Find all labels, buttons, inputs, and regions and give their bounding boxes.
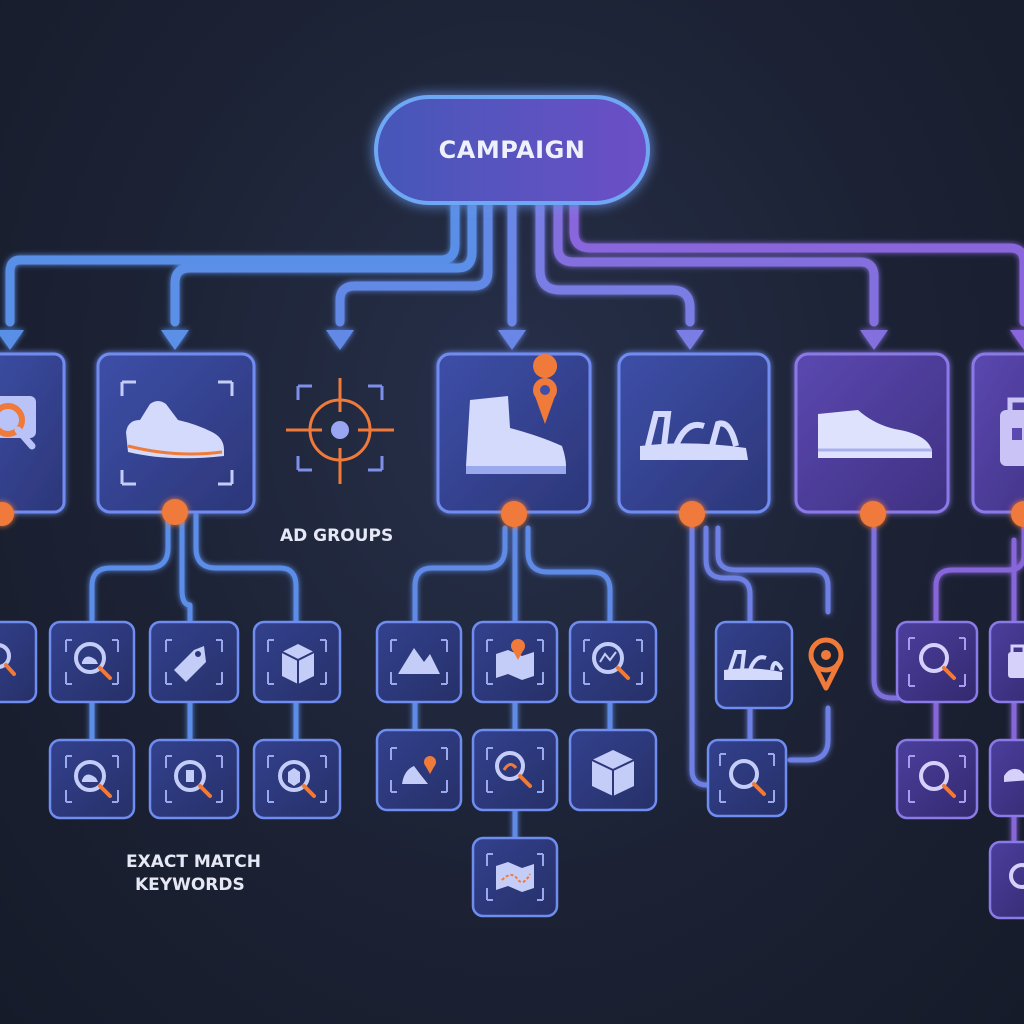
keyword-node[interactable] [48,738,136,820]
magnifier-map-icon [486,747,544,793]
keyword-node[interactable] [252,620,342,704]
keyword-node[interactable] [895,738,979,820]
ad-group-search-bag[interactable] [0,352,66,514]
campaign-connectors [5,200,1024,327]
arrowhead-4 [498,330,526,350]
price-tag-icon [165,639,223,685]
box-icon [267,639,327,685]
magnifier-tag-icon [165,755,223,803]
magnifier-icon [719,753,775,803]
arrowhead-1 [0,330,24,350]
magnifier-icon [1009,863,1024,889]
keyword-nodes [0,620,1024,920]
keyword-connectors [89,512,1024,845]
keyword-node[interactable] [148,620,240,704]
magnifier-sneaker-icon [65,755,119,803]
sandal-icon [724,650,784,680]
magnifier-sneaker-icon [65,639,119,685]
keyword-node[interactable] [0,620,38,704]
arrowhead-7 [1010,330,1024,350]
keyword-node[interactable] [706,738,788,818]
keyword-node[interactable] [471,836,559,918]
keyword-node[interactable] [471,728,559,812]
connector-campaign-to-target [335,200,493,327]
keyword-node[interactable] [568,620,658,704]
connector-sandal-pin-down [787,705,831,763]
arrowhead-3 [326,330,354,350]
campaign-node[interactable] [374,95,650,205]
connection-dot [1011,501,1024,527]
map-pin-icon [486,639,544,685]
keyword-node[interactable] [988,620,1024,704]
keywords-label-line1: EXACT MATCH [126,852,261,872]
magnifier-icon [908,637,966,687]
ad-group-dress-shoe[interactable] [794,352,950,514]
connector-campaign-to-adgroup-5 [553,200,879,327]
connection-dots [0,499,1024,527]
ad-groups-label: AD GROUPS [280,526,393,546]
arrowhead-2 [161,330,189,350]
keyword-node[interactable] [471,620,559,704]
keyword-node[interactable] [895,620,979,704]
bag-icon [1008,644,1024,678]
map-route-icon [486,853,544,901]
boot-with-pin-icon [466,354,566,474]
sandal-icon [640,411,748,460]
connector-campaign-to-adgroup-6 [569,200,1024,327]
keyword-node[interactable] [48,620,136,704]
connector-sneaker-kw3 [193,512,299,625]
sneaker-icon [120,380,234,486]
shoe-icon [1004,768,1024,782]
campaign-label: CAMPAIGN [439,136,586,164]
magnifier-icon [908,755,966,803]
mountain-icon [390,639,448,685]
ad-group-nodes [0,352,1024,514]
connector-boot-kw1 [412,525,508,625]
ad-group-sneaker[interactable] [96,352,256,514]
keyword-node[interactable] [988,738,1024,818]
dress-shoe-icon [818,410,932,458]
magnifier-chart-icon [583,639,643,685]
magnifier-box-icon [267,755,327,803]
ad-group-sandal[interactable] [617,352,771,514]
connector-arrowheads [0,330,1024,350]
box-icon [591,750,635,796]
target-crosshair-icon [286,378,394,484]
magnifier-bag-icon [0,396,36,450]
ad-group-boot[interactable] [436,352,592,514]
connector-sandal-kw1 [703,525,753,625]
connector-sandal-pin [715,525,831,615]
connection-dot [162,499,188,525]
connector-campaign-to-adgroup-2 [170,200,477,327]
connector-campaign-to-adgroup-1 [5,200,460,327]
keyword-node[interactable] [988,840,1024,920]
keyword-node[interactable] [375,728,463,812]
arrowhead-6 [860,330,888,350]
ad-group-briefcase[interactable] [971,352,1024,514]
keyword-node[interactable] [375,620,463,704]
location-pin-icon [808,637,844,691]
arrowhead-5 [676,330,704,350]
connector-sandal-left [689,525,710,788]
briefcase-icon [1000,397,1024,466]
connection-dot [501,501,527,527]
keywords-label-line2: KEYWORDS [135,875,245,895]
connector-sneaker-kw1 [89,512,171,625]
connection-dot [860,501,886,527]
keyword-node[interactable] [714,620,794,710]
connection-dot [679,501,705,527]
keyword-node[interactable] [568,728,658,812]
connector-campaign-to-adgroup-4 [535,200,695,327]
connection-dot [0,502,14,526]
keyword-node[interactable] [252,738,342,820]
connector-sneaker-kw2 [179,512,193,625]
connector-boot-kw3 [525,525,613,625]
hiker-pin-icon [390,747,448,793]
connector-briefcase-kw1 [933,525,1024,625]
keyword-node[interactable] [148,738,240,820]
connector-dress-shoe [871,525,903,701]
magnifier-icon [0,643,16,676]
